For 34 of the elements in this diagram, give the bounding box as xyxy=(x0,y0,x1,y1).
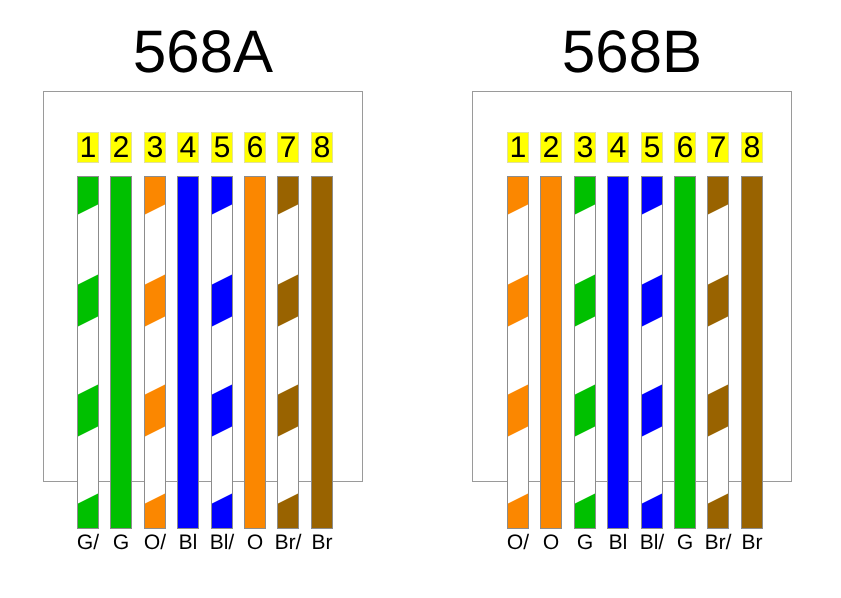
pin-number-tag: 4 xyxy=(607,132,629,163)
wire-code-label: O xyxy=(542,531,560,555)
pin-number-tag: 7 xyxy=(277,132,299,163)
wire-code-label: Bl/ xyxy=(208,531,236,555)
pin-number-tag: 6 xyxy=(244,132,266,163)
wire-code-label: Bl/ xyxy=(638,531,666,555)
pin-number-tag: 6 xyxy=(674,132,696,163)
standard-heading: 568B xyxy=(562,22,702,82)
wire-code-label: G xyxy=(576,531,594,555)
standard-heading: 568A xyxy=(132,22,274,82)
pin-number-tag: 1 xyxy=(77,132,99,163)
wire-code-label: Bl xyxy=(178,531,198,555)
wire-code-label: O xyxy=(246,531,264,555)
pin-number-tag: 1 xyxy=(507,132,529,163)
wire-code-label: Br xyxy=(740,531,764,555)
pin-number-tag: 5 xyxy=(641,132,663,163)
wire-code-label: Br xyxy=(310,531,334,555)
wire-code-label: O/ xyxy=(506,531,530,555)
pin-number-tag: 4 xyxy=(177,132,199,163)
wire-code-label: G xyxy=(112,531,130,555)
wire-code-label: O/ xyxy=(142,531,168,555)
wire-code-label: Br/ xyxy=(704,531,732,555)
pin-number-tag: 5 xyxy=(211,132,233,163)
wire-code-label: G xyxy=(676,531,694,555)
pin-number-tag: 8 xyxy=(741,132,763,163)
pin-number-tag: 2 xyxy=(110,132,132,163)
pin-number-tag: 2 xyxy=(540,132,562,163)
wire-code-label: Br/ xyxy=(274,531,302,555)
pin-number-tag: 8 xyxy=(311,132,333,163)
pin-number-tag: 7 xyxy=(707,132,729,163)
wire-code-label: Bl xyxy=(608,531,628,555)
pin-number-tag: 3 xyxy=(574,132,596,163)
wire-code-label: G/ xyxy=(76,531,100,555)
pin-number-tag: 3 xyxy=(144,132,166,163)
